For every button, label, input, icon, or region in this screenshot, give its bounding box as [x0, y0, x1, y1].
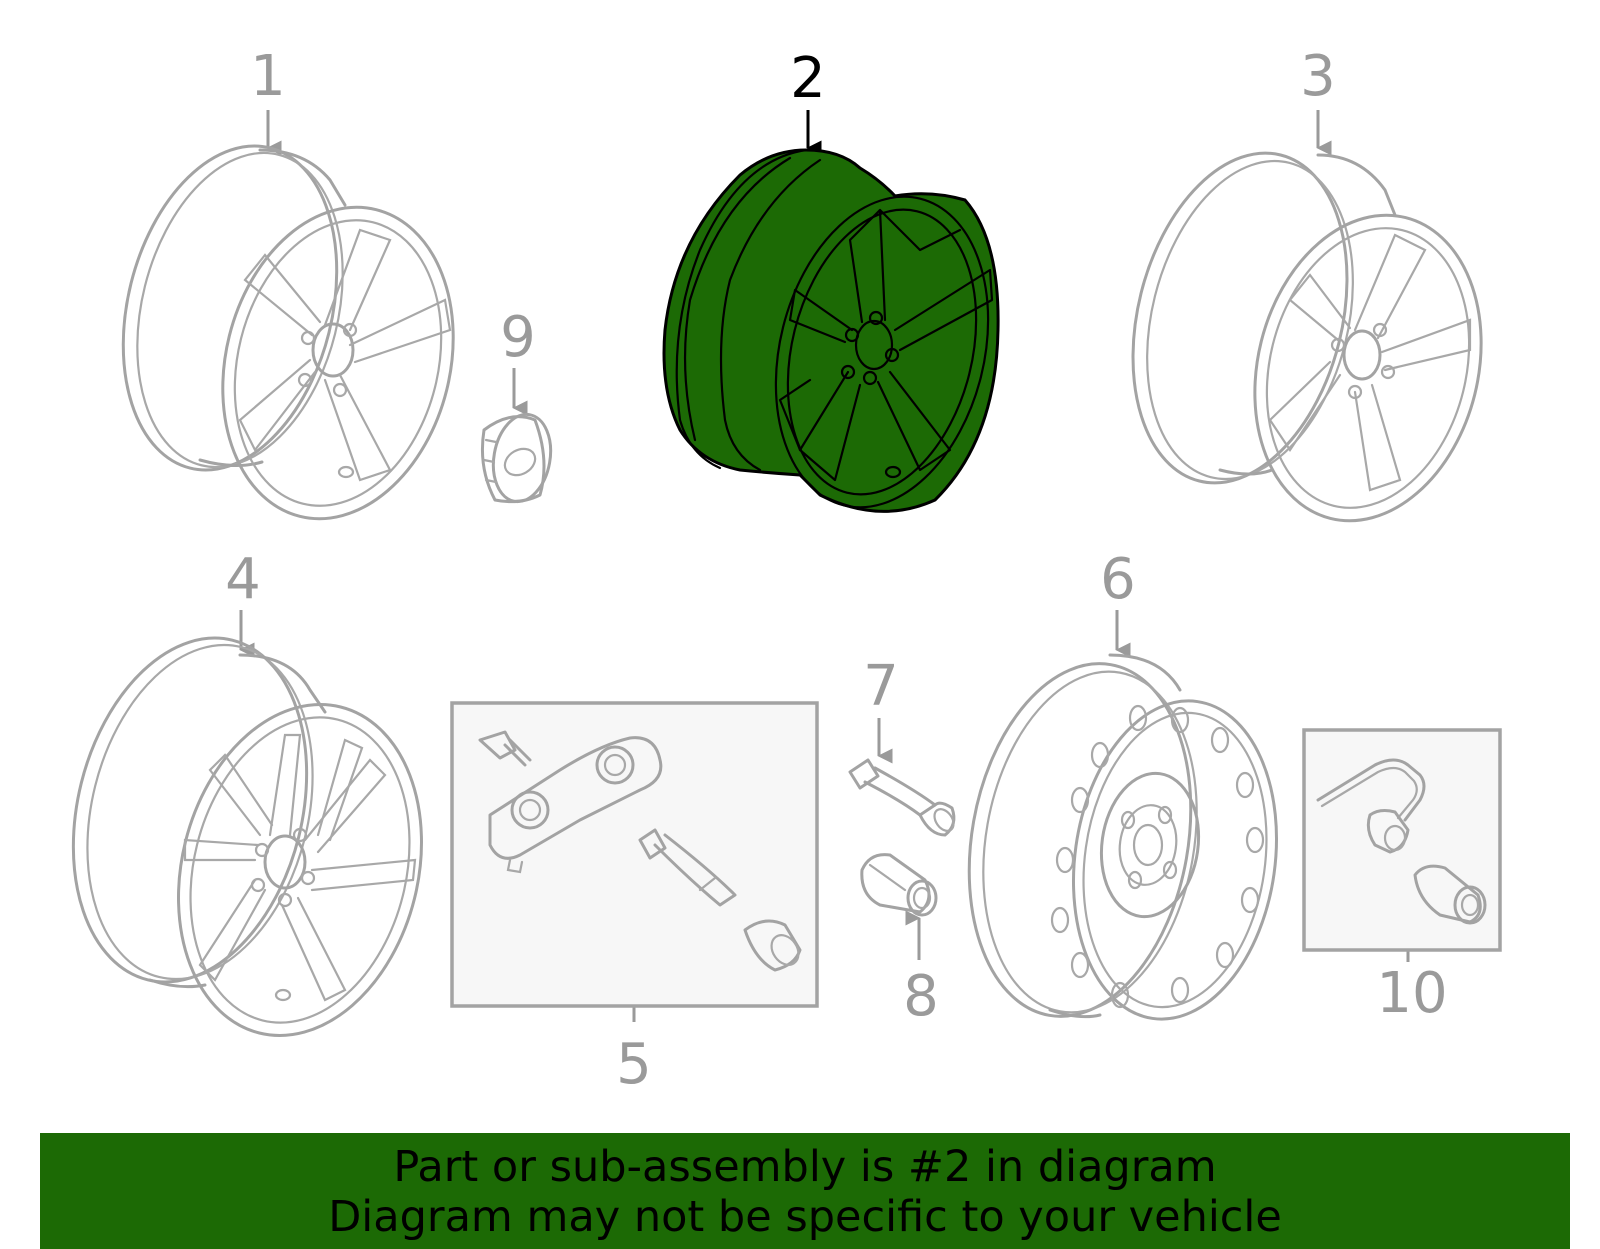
- callout-9[interactable]: 9: [500, 305, 536, 370]
- callout-8[interactable]: 8: [903, 964, 939, 1029]
- callout-4[interactable]: 4: [225, 547, 261, 612]
- callout-2[interactable]: 2: [790, 46, 826, 111]
- callout-10[interactable]: 10: [1376, 961, 1447, 1026]
- spare-wheel-part-6[interactable]: [943, 646, 1297, 1034]
- callout-7[interactable]: 7: [863, 654, 899, 719]
- banner-line-2: Diagram may not be specific to your vehi…: [328, 1192, 1282, 1242]
- banner-line-1: Part or sub-assembly is #2 in diagram: [393, 1142, 1217, 1192]
- callout-1[interactable]: 1: [250, 44, 286, 109]
- wheel-part-4[interactable]: [39, 613, 455, 1061]
- callout-6[interactable]: 6: [1100, 547, 1136, 612]
- info-banner: Part or sub-assembly is #2 in diagram Di…: [40, 1133, 1570, 1249]
- center-cap-part-9[interactable]: [480, 410, 557, 506]
- callout-5[interactable]: 5: [616, 1032, 652, 1097]
- lug-nut-part-8[interactable]: [860, 853, 938, 917]
- lock-kit-part-10[interactable]: [1302, 728, 1502, 952]
- wheel-part-3[interactable]: [1100, 130, 1512, 545]
- valve-stem-part-7[interactable]: [848, 758, 957, 837]
- tpms-kit-part-5[interactable]: [450, 701, 819, 1008]
- callout-3[interactable]: 3: [1300, 44, 1336, 109]
- wheel-part-2-highlighted[interactable]: [662, 148, 1019, 530]
- wheel-part-1[interactable]: [91, 123, 485, 543]
